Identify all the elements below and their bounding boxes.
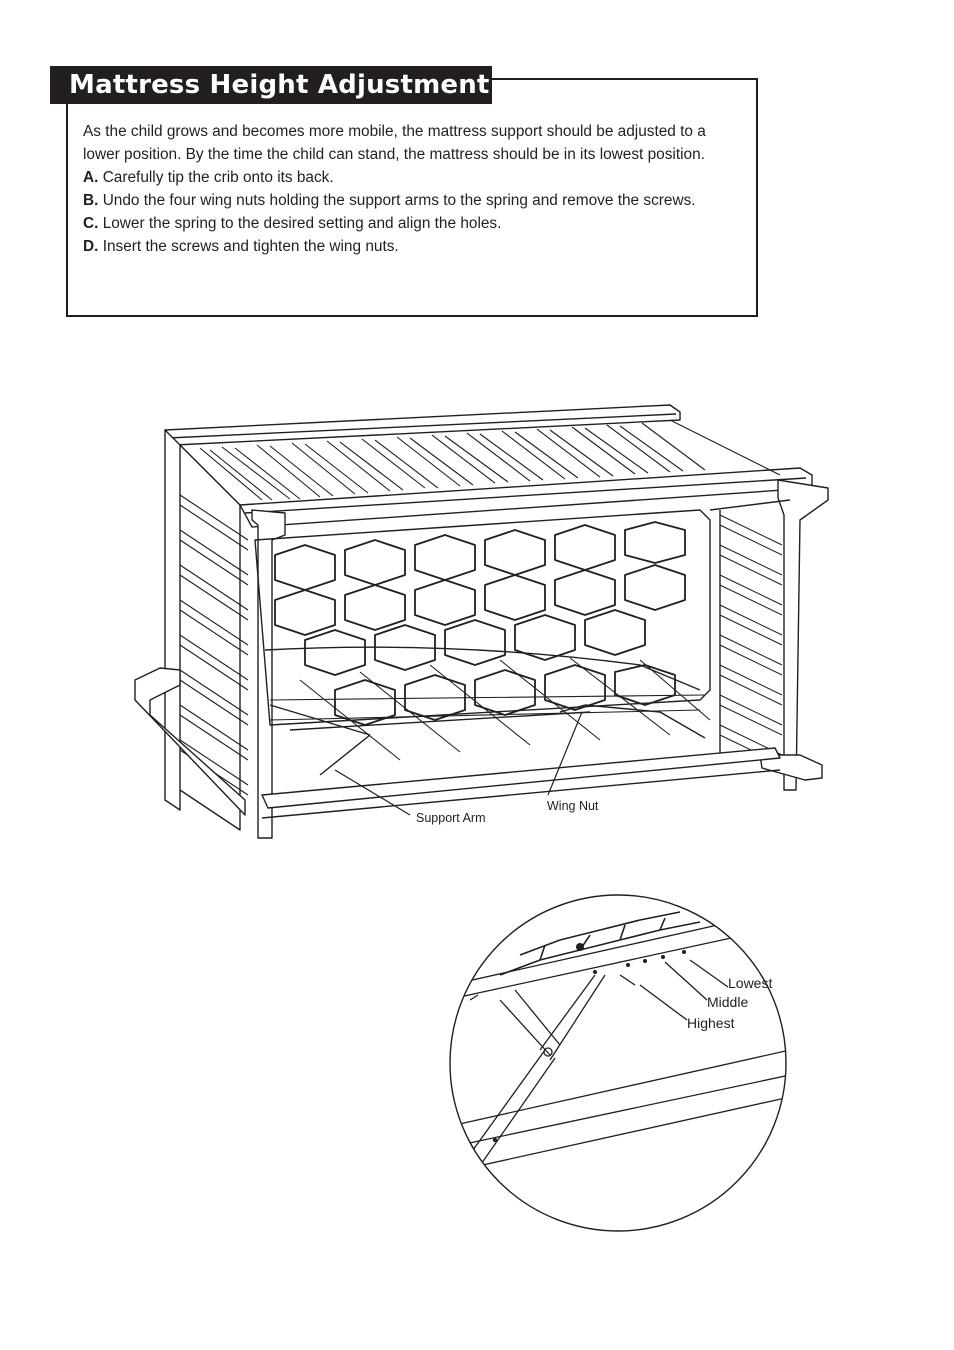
lowest-label: Lowest [728,975,773,991]
step-letter: A. [83,169,99,186]
step-letter: B. [83,192,99,209]
highest-label: Highest [687,1015,735,1031]
step-b: B. Undo the four wing nuts holding the s… [83,189,738,212]
step-a: A. Carefully tip the crib onto its back. [83,166,738,189]
step-text: Lower the spring to the desired setting … [102,215,502,232]
step-d: D. Insert the screws and tighten the win… [83,235,738,258]
intro-paragraph: As the child grows and becomes more mobi… [83,123,706,163]
step-text: Carefully tip the crib onto its back. [102,169,334,186]
instruction-text: As the child grows and becomes more mobi… [83,120,738,258]
step-text: Undo the four wing nuts holding the supp… [102,192,696,209]
step-letter: D. [83,238,99,255]
step-c: C. Lower the spring to the desired setti… [83,212,738,235]
support-arm-label: Support Arm [416,811,486,825]
page-title: Mattress Height Adjustment [50,66,492,104]
step-text: Insert the screws and tighten the wing n… [102,238,399,255]
step-letter: C. [83,215,99,232]
middle-label: Middle [707,994,749,1010]
wing-nut-label: Wing Nut [547,799,599,813]
instruction-box [66,78,758,317]
